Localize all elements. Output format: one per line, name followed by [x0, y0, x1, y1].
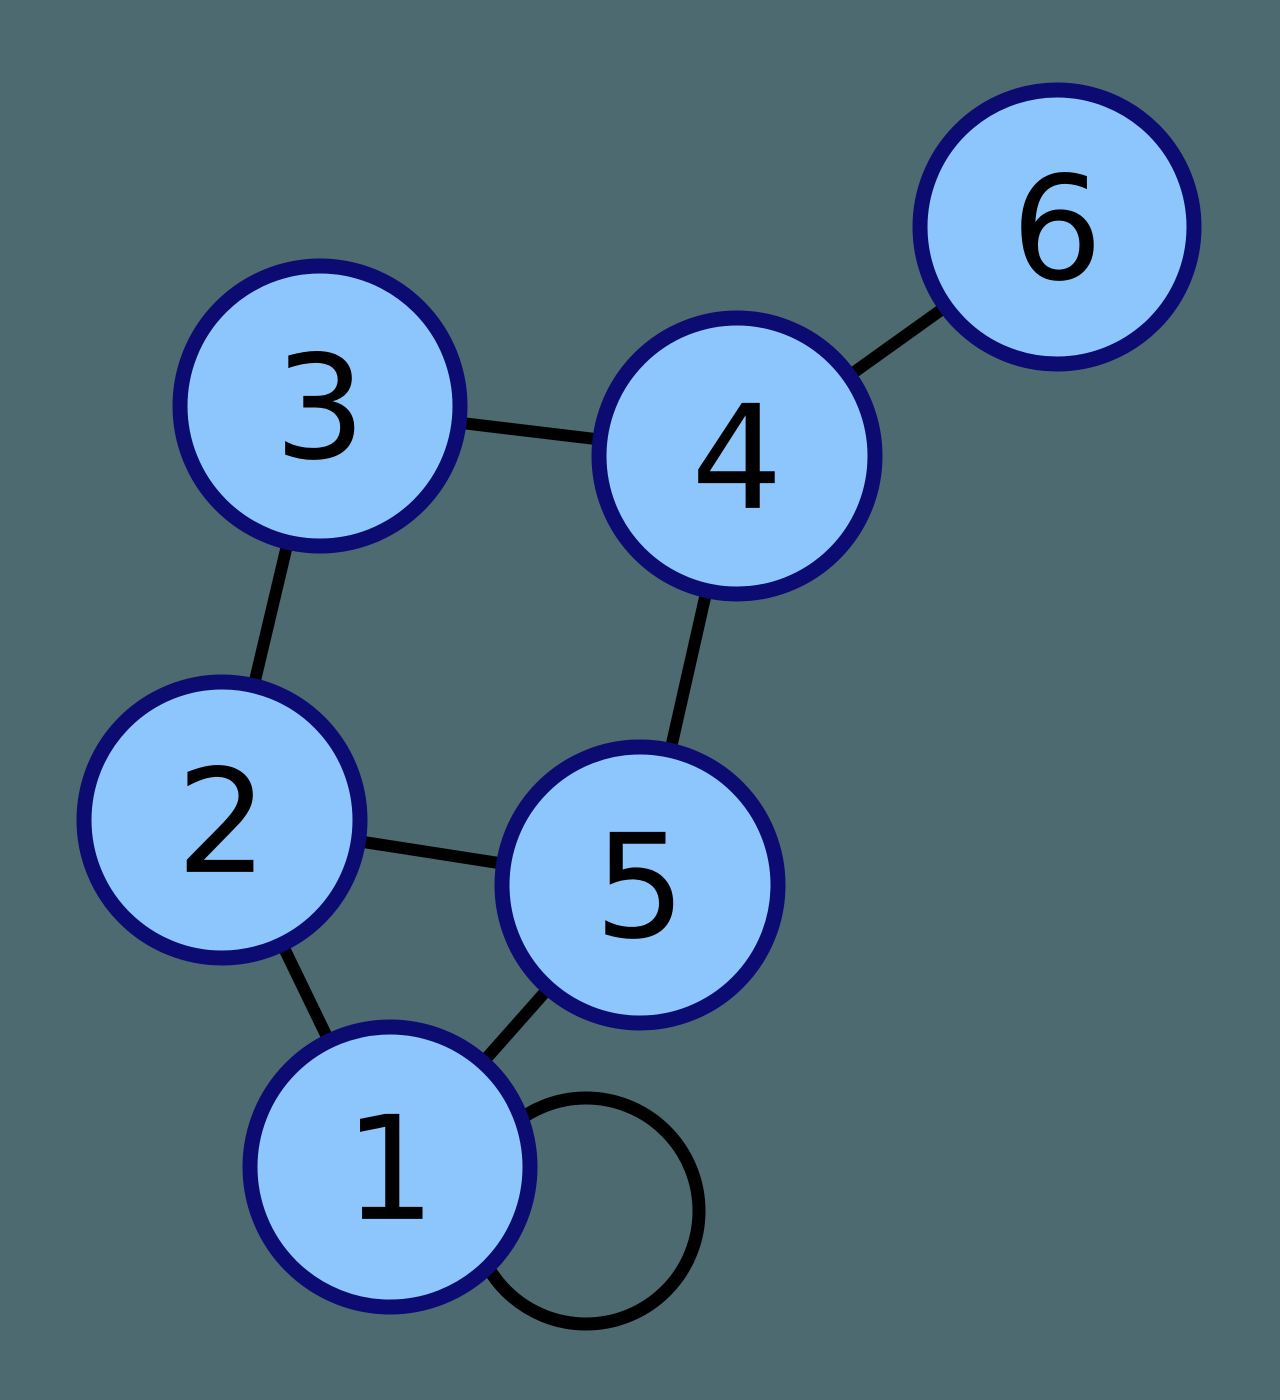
node-circle-6: [912, 82, 1202, 372]
node-label-6: 6: [1011, 145, 1103, 313]
node-1: 1: [242, 1019, 538, 1315]
node-circle-5: [494, 739, 786, 1031]
node-5: 5: [494, 739, 786, 1031]
node-label-1: 1: [344, 1085, 436, 1253]
node-4: 4: [591, 310, 883, 602]
node-layer: 1 2 3 4 5 6: [76, 82, 1202, 1315]
node-label-5: 5: [594, 803, 686, 971]
node-2: 2: [76, 674, 368, 966]
node-3: 3: [172, 258, 468, 554]
node-circle-4: [591, 310, 883, 602]
node-circle-2: [76, 674, 368, 966]
node-label-2: 2: [176, 738, 268, 906]
node-circle-3: [172, 258, 468, 554]
node-label-3: 3: [274, 324, 366, 492]
node-6: 6: [912, 82, 1202, 372]
node-label-4: 4: [691, 374, 783, 542]
node-circle-1: [242, 1019, 538, 1315]
